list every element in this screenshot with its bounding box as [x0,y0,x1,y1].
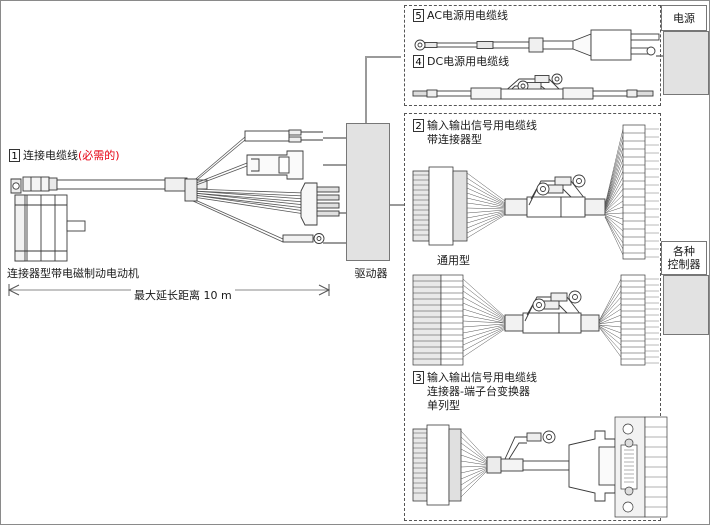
dc-power-cable-drawing [412,73,654,100]
power-supply-label: 电源 [661,5,707,31]
power-supply-box [663,31,709,95]
dimension-label: 最大延长距离 10 m [131,289,235,303]
driver-label: 驱动器 [354,267,388,280]
item4-text: DC电源用电缆线 [427,55,510,68]
cable-harness-fanout [184,129,340,244]
item3-number: 3 [413,371,424,384]
io-connector-cable-drawing [412,124,659,260]
driver-box [346,123,390,261]
item2-number: 2 [413,119,424,132]
item5-text: AC电源用电缆线 [427,9,509,22]
io-cable-group [404,113,661,521]
item5-label: 5 AC电源用电缆线 [413,9,508,23]
item1-text: 连接电缆线 [23,149,78,162]
controller-text-line2: 控制器 [667,258,701,271]
item2-text-line1: 输入输出信号用电缆线 [427,119,537,132]
item4-label: 4 DC电源用电缆线 [413,55,509,69]
controller-box [663,275,709,335]
io-generic-cable-drawing [412,274,659,366]
motor-and-cable-drawing [10,176,208,262]
ac-power-cable-drawing [414,29,660,61]
item2-label: 2 输入输出信号用电缆线 带连接器型 [413,119,537,147]
io-terminal-converter-drawing [412,416,668,518]
controller-text-line1: 各种 [673,245,695,258]
item1-number: 1 [9,149,20,162]
item5-number: 5 [413,9,424,22]
power-supply-text: 电源 [673,11,695,25]
item3-label: 3 输入输出信号用电缆线 连接器-端子台变换器 单列型 [413,371,537,413]
item4-number: 4 [413,55,424,68]
item3-text-line2: 连接器-端子台变换器 [427,385,530,398]
item1-required-text: (必需的) [78,149,120,162]
item3-text-line1: 输入输出信号用电缆线 [427,371,537,384]
generic-type-label: 通用型 [437,254,470,267]
controller-label: 各种 控制器 [661,241,707,275]
power-cable-group [404,5,661,106]
item3-text-line3: 单列型 [427,399,460,412]
motor-caption: 连接器型带电磁制动电动机 [7,267,139,280]
item1-label: 1 连接电缆线 (必需的) [9,149,120,163]
item2-text-line2: 带连接器型 [427,133,482,146]
